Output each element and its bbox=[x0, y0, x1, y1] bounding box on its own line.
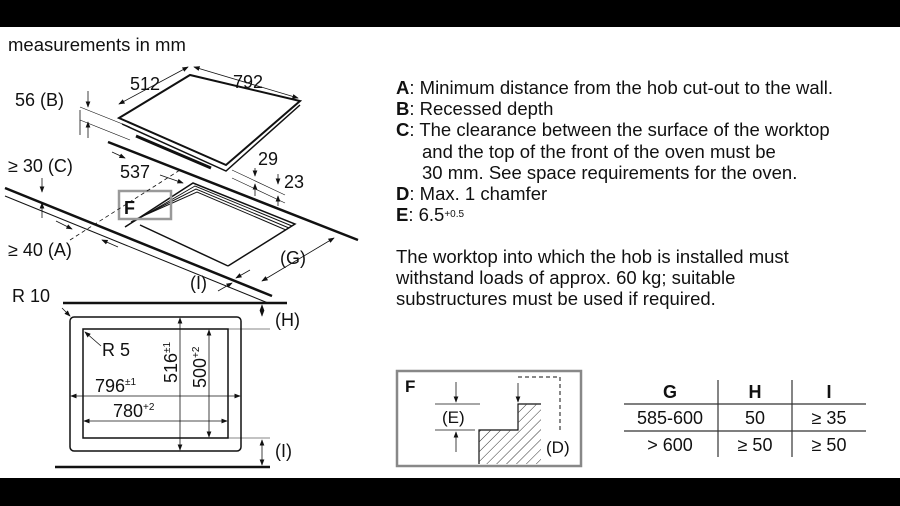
dim-792: 792 bbox=[233, 72, 263, 92]
note-key: A bbox=[396, 77, 410, 98]
note-key: C bbox=[396, 119, 410, 141]
note-text: : Recessed depth bbox=[409, 98, 554, 120]
detail-f-callout bbox=[117, 189, 173, 221]
note-text: : The clearance between the surface of t… bbox=[409, 119, 830, 141]
measurements-heading: measurements in mm bbox=[8, 34, 186, 55]
note-text: and the top of the front of the oven mus… bbox=[422, 140, 776, 162]
note-c: C: The clearance between the surface of … bbox=[396, 119, 833, 140]
top-black-bar bbox=[0, 0, 900, 27]
note-key: E bbox=[396, 204, 409, 226]
load-notice: The worktop into which the hob is instal… bbox=[396, 246, 896, 309]
load-notice-line: The worktop into which the hob is instal… bbox=[396, 246, 789, 267]
load-notice-line: withstand loads of approx. 60 kg; suitab… bbox=[396, 266, 736, 288]
note-text: : Minimum distance from the hob cut-out … bbox=[409, 77, 834, 98]
note-key: D bbox=[396, 183, 410, 205]
dim-23: 23 bbox=[284, 172, 304, 192]
table-header-h: H bbox=[749, 382, 762, 402]
bottom-black-bar bbox=[0, 478, 900, 506]
dim-780: 780+2 bbox=[113, 401, 155, 421]
note-d: D: Max. 1 chamfer bbox=[396, 183, 833, 204]
note-key: B bbox=[396, 98, 410, 120]
load-notice-line: substructures must be used if required. bbox=[396, 287, 716, 309]
label-r10: R 10 bbox=[12, 286, 50, 306]
label-h: (H) bbox=[275, 310, 300, 330]
table-cell: ≥ 50 bbox=[812, 435, 847, 455]
plan-cutout-drawing bbox=[55, 301, 287, 469]
note-b: B: Recessed depth bbox=[396, 98, 833, 119]
dim-796: 796±1 bbox=[95, 376, 137, 396]
dim-537: 537 bbox=[120, 162, 150, 182]
label-b: 56 (B) bbox=[15, 90, 64, 110]
table-header-i: I bbox=[826, 382, 831, 402]
label-c: ≥ 30 (C) bbox=[8, 156, 73, 176]
note-tolerance: +0.5 bbox=[444, 209, 465, 221]
table-cell: 585-600 bbox=[637, 408, 703, 428]
label-i-plan: (I) bbox=[275, 441, 292, 461]
table-cell: ≥ 35 bbox=[812, 408, 847, 428]
label-e: (E) bbox=[442, 408, 465, 427]
detail-f-box bbox=[395, 369, 583, 468]
table-cell: 50 bbox=[745, 408, 765, 428]
dim-516: 516±1 bbox=[161, 341, 181, 383]
note-e: E: 6.5+0.5 bbox=[396, 204, 833, 225]
note-text: 30 mm. See space requirements for the ov… bbox=[422, 161, 798, 183]
legend-notes: A: Minimum distance from the hob cut-out… bbox=[396, 77, 833, 225]
note-text: : 6.5 bbox=[408, 204, 445, 226]
dim-512: 512 bbox=[130, 74, 160, 94]
note-a: A: Minimum distance from the hob cut-out… bbox=[396, 77, 833, 98]
note-text: : Max. 1 chamfer bbox=[409, 183, 548, 205]
label-g: (G) bbox=[280, 248, 306, 268]
clearance-table: G H I 585-600 50 ≥ 35 > 600 ≥ 50 ≥ 50 bbox=[624, 380, 866, 457]
label-a: ≥ 40 (A) bbox=[8, 240, 72, 260]
dim-500: 500+2 bbox=[190, 346, 210, 388]
detail-f-title: F bbox=[405, 377, 415, 396]
label-r5: R 5 bbox=[102, 340, 130, 360]
table-cell: ≥ 50 bbox=[738, 435, 773, 455]
table-header-g: G bbox=[663, 382, 677, 402]
iso-hob-drawing bbox=[4, 66, 359, 304]
label-d: (D) bbox=[546, 438, 570, 457]
label-i-iso: (I) bbox=[190, 273, 207, 293]
table-cell: > 600 bbox=[647, 435, 693, 455]
label-f: F bbox=[124, 198, 135, 218]
dim-29: 29 bbox=[258, 149, 278, 169]
